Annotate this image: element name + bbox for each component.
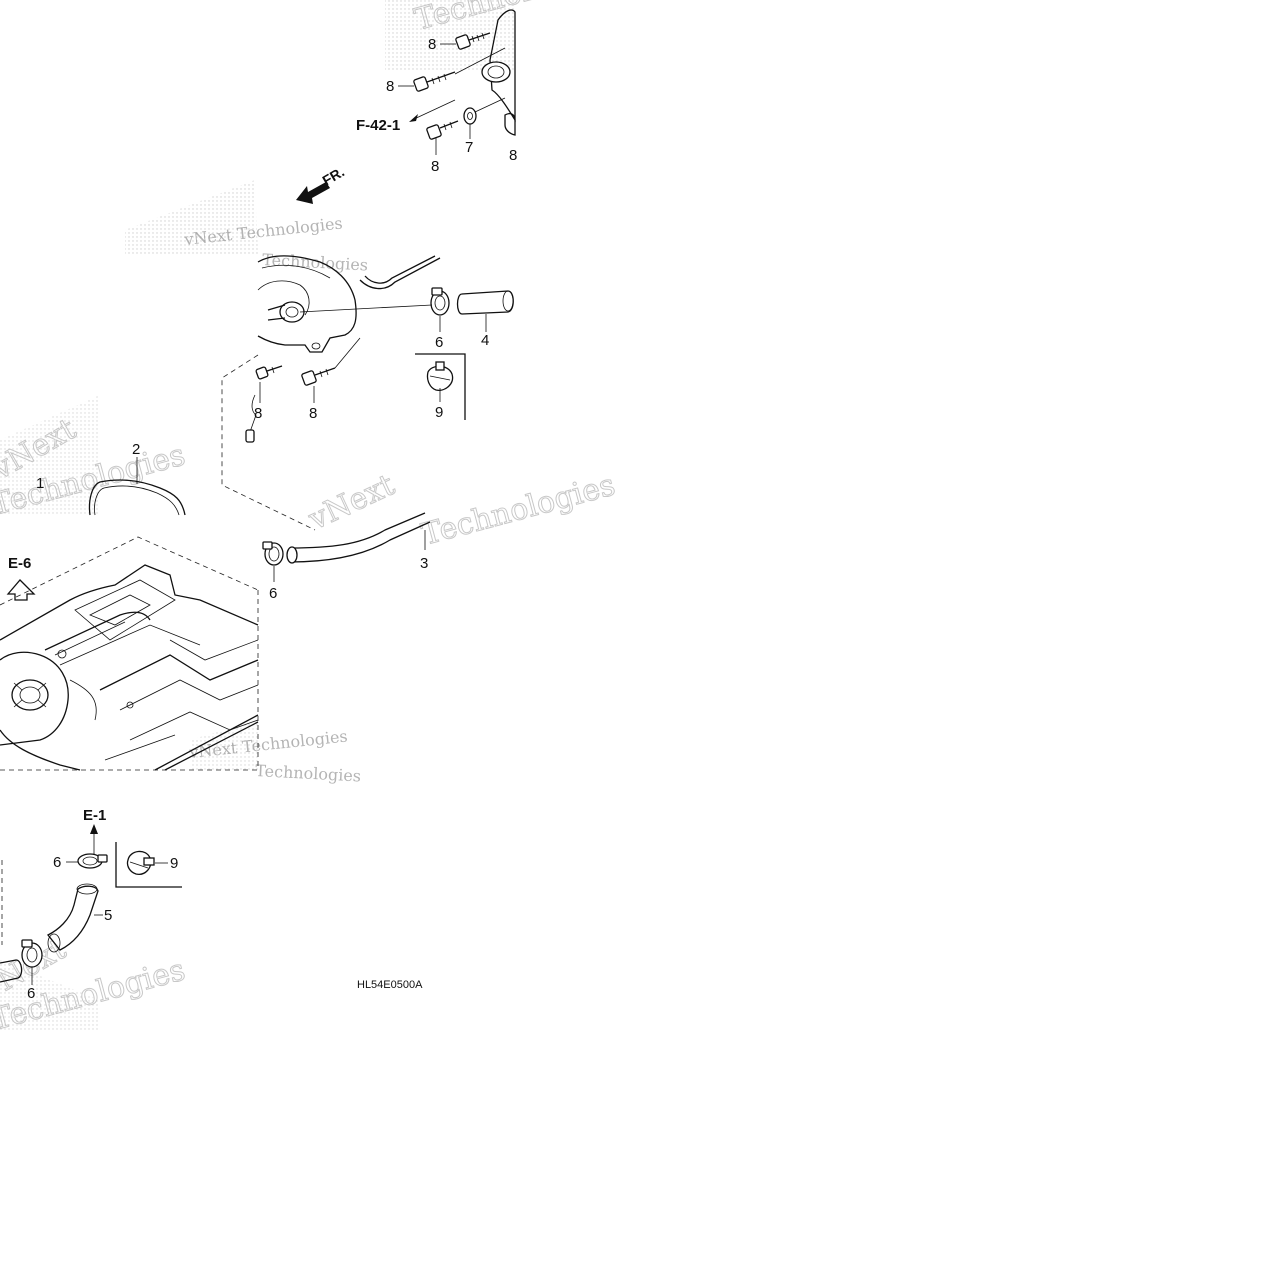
hose-icon — [46, 883, 99, 953]
part-number-2: 2 — [132, 441, 140, 458]
hose-clamp-icon — [77, 853, 108, 869]
bolt-icon — [413, 71, 456, 92]
part-number-6: 6 — [269, 585, 277, 602]
thermostat-housing-area: 8 8 8 7 8 F-42-1 — [356, 9, 517, 175]
watermark-text: vNext Technologies — [187, 726, 348, 762]
part-number-8: 8 — [431, 158, 439, 175]
part-number-5: 5 — [104, 907, 112, 924]
part-number-6: 6 — [53, 854, 61, 871]
bolt-icon — [426, 120, 459, 140]
part-number-8: 8 — [254, 405, 262, 422]
illustration-code: HL54E0500A — [357, 979, 423, 991]
hose-clamp-icon — [262, 541, 284, 566]
watermark-text: vNext — [303, 468, 400, 538]
bolt-icon — [301, 367, 336, 386]
washer-icon — [463, 107, 477, 125]
hose-clamp-icon — [430, 287, 450, 316]
watermark-shading — [0, 0, 515, 1030]
watermark-text: Technologies — [418, 468, 619, 553]
hose-5-area: E-1 6 5 6 — [0, 807, 182, 1002]
part-number-9: 9 — [170, 855, 178, 872]
part-number-9: 9 — [435, 404, 443, 421]
watermark-text: Technologies — [255, 761, 362, 786]
part-number-8: 8 — [309, 405, 317, 422]
pump-cover-area: 6 4 9 8 8 — [221, 255, 514, 531]
part-number-8: 8 — [509, 147, 517, 164]
part-number-1: 1 — [36, 475, 44, 492]
ref-e6: E-6 — [6, 555, 36, 601]
part-number-7: 7 — [465, 139, 473, 156]
bolt-icon — [455, 32, 491, 50]
bolt-icon — [255, 365, 283, 380]
part-number-8: 8 — [428, 36, 436, 53]
pump-body-area — [0, 536, 259, 771]
part-number-6: 6 — [435, 334, 443, 351]
part-number-3: 3 — [420, 555, 428, 572]
ref-f42-1: F-42-1 — [356, 117, 400, 134]
gasket-area: 2 1 — [36, 441, 186, 516]
hose-clamp-icon — [21, 939, 43, 968]
part-number-6: 6 — [27, 985, 35, 1002]
watermark: Technologies vNext Technologies vNext Te… — [0, 0, 619, 1038]
ref-e6-label: E-6 — [8, 555, 31, 572]
part-number-4: 4 — [481, 332, 489, 349]
ref-e1-label: E-1 — [83, 807, 106, 824]
front-direction-arrow: FR. — [296, 163, 347, 204]
hose-3-area: 3 6 — [262, 512, 431, 602]
clamp-detail-icon — [426, 361, 454, 391]
part-number-8: 8 — [386, 78, 394, 95]
clamp-detail-icon — [126, 850, 155, 875]
hose-icon — [456, 290, 514, 315]
